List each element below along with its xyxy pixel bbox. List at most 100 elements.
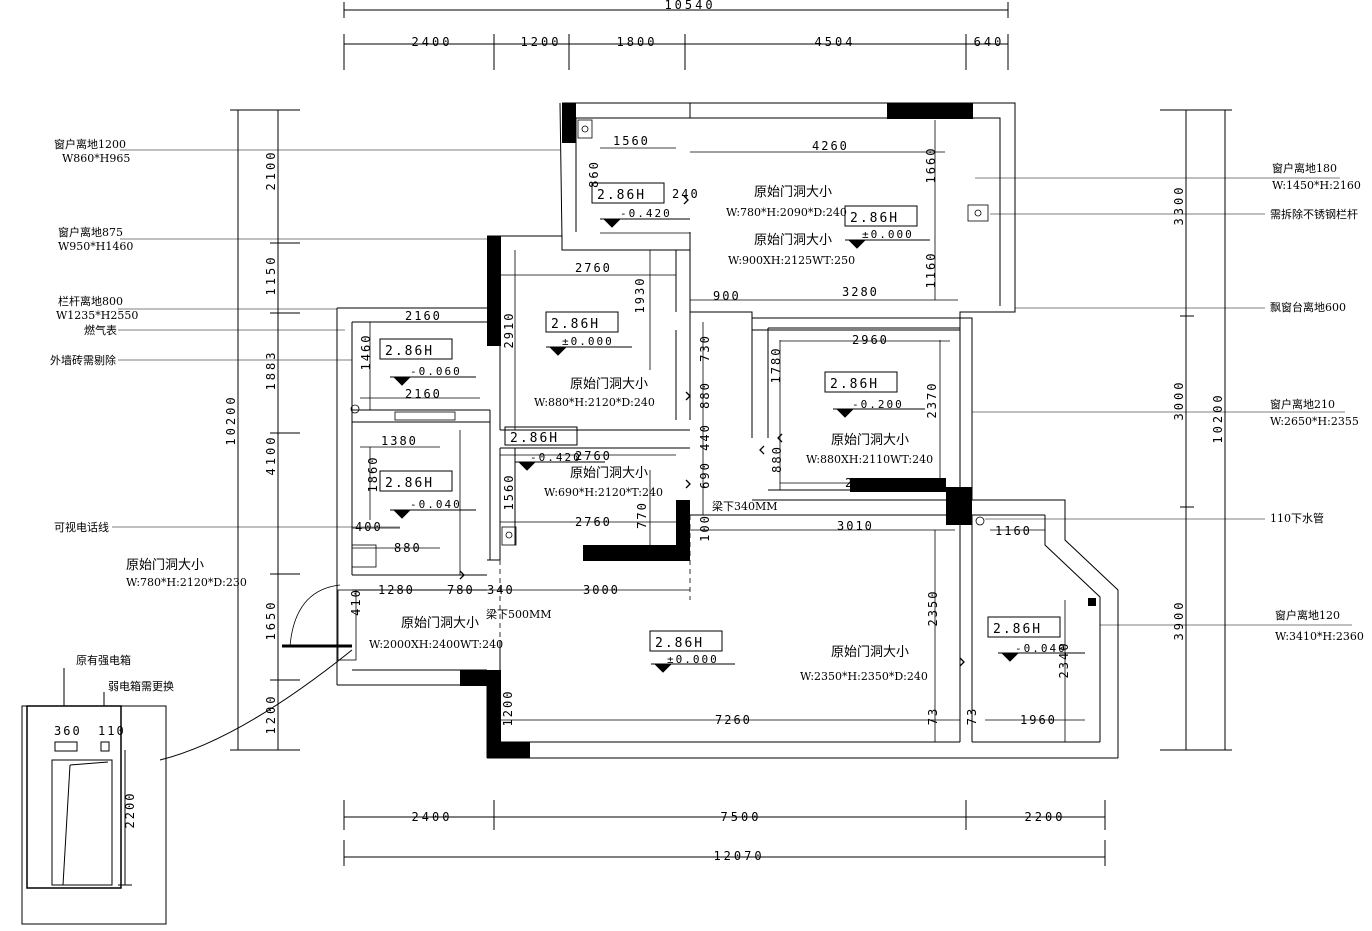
room-dim: 880	[770, 445, 784, 473]
ceiling-tags	[379, 182, 1061, 652]
left-dimension-chain	[230, 109, 300, 751]
dim-left-seg: 1883	[264, 350, 278, 391]
dim-bottom-seg: 2400	[412, 810, 453, 824]
dim-bottom-seg: 7500	[721, 810, 762, 824]
room-dim: 2770	[845, 476, 882, 490]
right-leader-lines	[972, 177, 1352, 626]
dim-right-seg: 3000	[1172, 380, 1186, 421]
room-dim: 2910	[502, 312, 516, 349]
right-note-title: 窗户离地120	[1275, 608, 1340, 622]
room-dim: 860	[587, 160, 601, 188]
door-spec: W:780*H:2090*D:240	[726, 206, 847, 219]
ceiling-tag: 2.86H	[597, 188, 646, 203]
left-note-title: 窗户离地875	[58, 225, 123, 239]
level-mark: -0.040	[1015, 642, 1067, 655]
left-note-title: 窗户离地1200	[54, 137, 126, 151]
room-dim: 2760	[575, 261, 612, 275]
door-spec: W:900XH:2125WT:250	[728, 254, 855, 267]
level-mark: -0.060	[410, 365, 462, 378]
dim-top-seg: 1200	[521, 35, 562, 49]
door-title: 原始门洞大小	[831, 645, 909, 660]
structural-columns	[460, 103, 973, 758]
door-spec: W:2350*H:2350*D:240	[800, 670, 928, 683]
fixtures	[282, 119, 989, 661]
room-dim: 1780	[769, 347, 783, 384]
beam-note: 梁下340MM	[712, 499, 778, 513]
room-dim: 2160	[405, 387, 442, 401]
room-dim: 900	[713, 289, 741, 303]
top-dimension-chain	[343, 2, 1009, 70]
room-dim: 2350	[926, 590, 940, 627]
room-dim: 1930	[633, 277, 647, 314]
dim-left-seg: 1650	[264, 600, 278, 641]
dim-top-seg: 4504	[815, 35, 856, 49]
room-dim: 690	[698, 461, 712, 489]
left-note-sub: W950*H1460	[58, 240, 133, 253]
dim-right-total: 10200	[1211, 392, 1225, 443]
right-note-title: 飘窗台离地600	[1270, 300, 1346, 314]
room-dim: 73	[965, 707, 979, 725]
room-dim: 2760	[575, 449, 612, 463]
door-title: 原始门洞大小	[570, 466, 648, 481]
room-dim: 1160	[995, 524, 1032, 538]
room-dim: 1460	[359, 334, 373, 371]
panel-dim: 110	[98, 724, 126, 738]
level-mark: ±0.000	[667, 653, 719, 666]
panel-height: 2200	[123, 792, 137, 829]
right-note-sub: W:1450*H:2160	[1272, 179, 1361, 192]
door-title: 原始门洞大小	[401, 616, 479, 631]
ceiling-tag: 2.86H	[551, 317, 600, 332]
left-note-title: 栏杆离地800	[58, 294, 123, 308]
level-mark: -0.420	[620, 207, 672, 220]
dim-right-seg: 3300	[1172, 185, 1186, 226]
level-mark: -0.200	[852, 398, 904, 411]
room-dim: 3280	[842, 285, 879, 299]
dim-right-seg: 3900	[1172, 600, 1186, 641]
left-note-sub: W1235*H2550	[56, 309, 138, 322]
ceiling-tag: 2.86H	[850, 211, 899, 226]
room-dim: 780	[447, 583, 475, 597]
ceiling-tag: 2.86H	[830, 377, 879, 392]
door-spec: W:690*H:2120*T:240	[544, 486, 663, 499]
room-dim: 340	[487, 583, 515, 597]
room-dim: 2340	[1057, 642, 1071, 679]
room-dim: 880	[698, 381, 712, 409]
ceiling-tag: 2.86H	[655, 636, 704, 651]
right-note-title: 110下水管	[1270, 511, 1324, 525]
left-note-sub: W860*H965	[62, 152, 130, 165]
room-dim: 1380	[381, 434, 418, 448]
dim-bottom-seg: 2200	[1025, 810, 1066, 824]
room-dim: 880	[394, 541, 422, 555]
room-dim: 1280	[378, 583, 415, 597]
level-mark: -0.040	[410, 498, 462, 511]
right-note-title: 窗户离地180	[1272, 161, 1337, 175]
ceiling-tag: 2.86H	[993, 622, 1042, 637]
dim-top-seg: 2400	[412, 35, 453, 49]
door-spec: W:780*H:2120*D:230	[126, 576, 247, 589]
room-dim: 3000	[583, 583, 620, 597]
room-dim: 2760	[575, 515, 612, 529]
right-dimension-chain	[1160, 109, 1232, 751]
room-dim: 4260	[812, 139, 849, 153]
level-mark: -0.420	[530, 451, 582, 464]
room-dim: 73	[926, 707, 940, 725]
door-title: 原始门洞大小	[754, 185, 832, 200]
left-leader-lines	[112, 149, 560, 528]
room-dim: 1860	[366, 456, 380, 493]
door-spec: W:880*H:2120*D:240	[534, 396, 655, 409]
room-dim: 1960	[1020, 713, 1057, 727]
room-dim: 1560	[502, 474, 516, 511]
dim-left-total: 10200	[224, 394, 238, 445]
room-dim: 7260	[715, 713, 752, 727]
door-title: 原始门洞大小	[126, 558, 204, 573]
room-dim: 730	[698, 334, 712, 362]
level-markers	[390, 218, 1085, 673]
drain-marker	[1088, 598, 1096, 606]
ceiling-tag: 2.86H	[510, 431, 559, 446]
room-dim: 3010	[837, 519, 874, 533]
door-spec: W:2000XH:2400WT:240	[369, 638, 503, 651]
dim-left-seg: 1200	[264, 694, 278, 735]
door-title: 原始门洞大小	[570, 377, 648, 392]
left-note-title: 外墙砖需剔除	[50, 353, 116, 367]
